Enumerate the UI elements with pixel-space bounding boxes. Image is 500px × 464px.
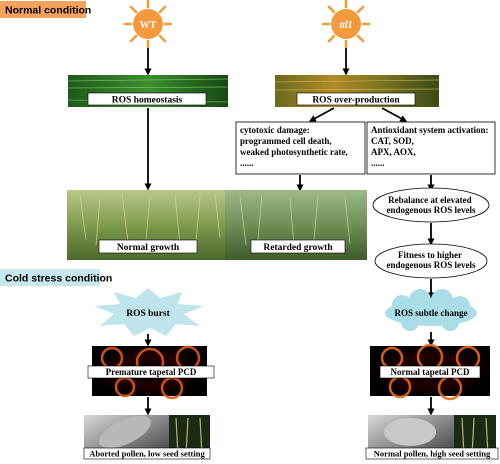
ros-overproduction-label: ROS over-production bbox=[312, 96, 400, 106]
fitness-line: Fitness to higher bbox=[398, 250, 462, 260]
aborted-pollen-label: Aborted pollen, low seed setting bbox=[89, 449, 205, 459]
wt-sun-icon: WT bbox=[123, 0, 173, 49]
ttl1-label: ttl1 bbox=[339, 20, 352, 31]
normal-tapetal-image: Normal tapetal PCD bbox=[370, 343, 490, 401]
svg-text:Fitness to higher endoge: Fitness to higher endogenous ROS levels bbox=[386, 250, 476, 270]
svg-text:Antioxidant system activation:: Antioxidant system activation: CAT, SOD,… bbox=[371, 125, 491, 168]
cold-condition-label: Cold stress condition bbox=[5, 273, 112, 285]
ros-subtle-change-cloud: ROS subtle change bbox=[385, 289, 477, 331]
normal-growth-image: Normal growth bbox=[67, 190, 225, 260]
damage-line: programmed cell death, bbox=[240, 136, 332, 146]
antioxidant-line: Antioxidant system activation: bbox=[371, 125, 489, 135]
normal-pollen-image: Normal pollen, high seed setting bbox=[365, 415, 499, 460]
damage-line: cytotoxic damage: bbox=[240, 125, 310, 135]
ros-burst-label: ROS burst bbox=[126, 309, 170, 319]
svg-text:Rebalance at elevated en: Rebalance at elevated endogenous ROS lev… bbox=[386, 195, 476, 215]
damage-line: weaked photosynthetic rate, bbox=[240, 147, 348, 157]
fitness-line: endogenous ROS levels bbox=[386, 260, 476, 270]
normal-growth-label: Normal growth bbox=[117, 243, 180, 253]
rebalance-line: endogenous ROS levels bbox=[386, 205, 476, 215]
cytotoxic-damage-box: cytotoxic damage: programmed cell death,… bbox=[235, 121, 366, 175]
ttl1-sun-icon: ttl1 bbox=[321, 0, 371, 49]
rebalance-line: Rebalance at elevated bbox=[388, 195, 471, 205]
antioxidant-line: ...... bbox=[371, 158, 385, 168]
wt-label: WT bbox=[140, 20, 157, 31]
retarded-growth-image: Retarded growth bbox=[225, 190, 367, 260]
normal-condition-label: Normal condition bbox=[5, 5, 91, 17]
antioxidant-line: CAT, SOD, bbox=[371, 136, 414, 146]
ros-subtle-change-label: ROS subtle change bbox=[394, 308, 467, 318]
normal-condition-tag: Normal condition bbox=[0, 1, 91, 18]
normal-pollen-label: Normal pollen, high seed setting bbox=[374, 449, 491, 459]
ros-burst-shape: ROS burst bbox=[94, 288, 204, 336]
cold-condition-tag: Cold stress condition bbox=[0, 269, 112, 286]
ros-homeostasis-label: ROS homeostasis bbox=[112, 96, 183, 106]
damage-line: ...... bbox=[240, 158, 254, 168]
wt-leaf-image: ROS homeostasis bbox=[67, 75, 229, 107]
arrow bbox=[308, 107, 335, 122]
svg-text:cytotoxic damage: progra: cytotoxic damage: programmed cell death,… bbox=[240, 125, 350, 168]
fitness-ellipse: Fitness to higher endogenous ROS levels bbox=[374, 243, 488, 279]
premature-tapetal-image: Premature tapetal PCD bbox=[87, 345, 215, 400]
rebalance-ellipse: Rebalance at elevated endogenous ROS lev… bbox=[372, 187, 490, 223]
antioxidant-activation-box: Antioxidant system activation: CAT, SOD,… bbox=[366, 121, 496, 175]
aborted-pollen-image: Aborted pollen, low seed setting bbox=[83, 415, 211, 460]
retarded-growth-label: Retarded growth bbox=[263, 243, 333, 253]
antioxidant-line: APX, AOX, bbox=[371, 147, 416, 157]
arrow bbox=[381, 107, 408, 122]
premature-tapetal-label: Premature tapetal PCD bbox=[106, 367, 197, 377]
ttl1-leaf-image: ROS over-production bbox=[274, 75, 440, 107]
normal-tapetal-label: Normal tapetal PCD bbox=[391, 367, 470, 377]
